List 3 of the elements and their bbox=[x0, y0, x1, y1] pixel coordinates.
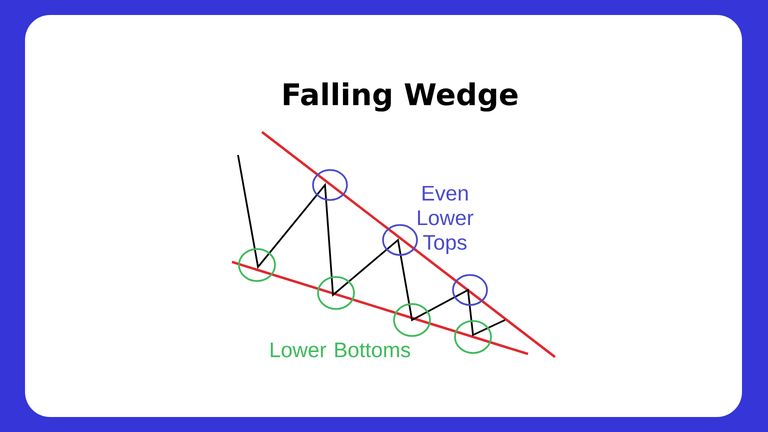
chart-label: Lower Bottoms bbox=[270, 342, 410, 358]
title: Falling Wedge bbox=[284, 82, 518, 112]
chart-label: Even Lower Tops bbox=[418, 186, 474, 254]
